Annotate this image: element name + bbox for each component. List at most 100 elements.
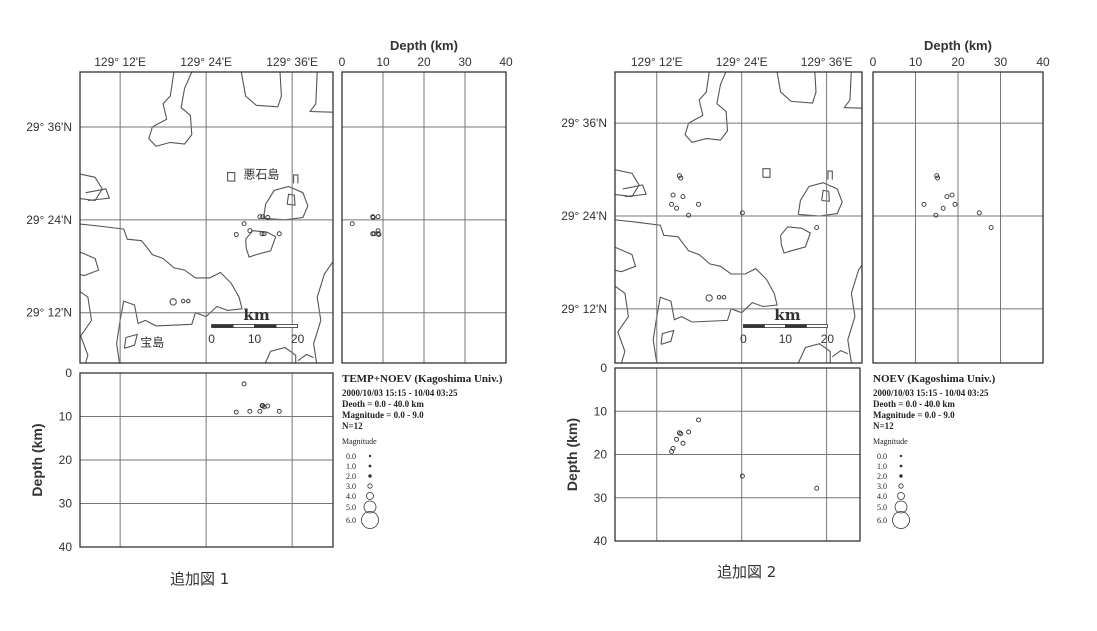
scale-bar-segment — [254, 324, 277, 328]
legend-depth-range: Deoth = 0.0 - 40.0 km — [873, 399, 955, 409]
coastline — [313, 260, 333, 363]
event-depth-lon — [739, 473, 745, 479]
depth-latitude-panel — [872, 71, 1044, 364]
event-depth-lon — [257, 408, 263, 414]
scale-bar-segment — [232, 324, 255, 328]
legend-magnitude-value: 2.0 — [877, 472, 887, 481]
event-depth-lon — [686, 429, 692, 435]
coastline — [827, 170, 833, 180]
coastline — [309, 72, 333, 113]
map-frame — [614, 71, 863, 364]
coastline — [80, 290, 93, 363]
legend-magnitude-symbol — [899, 474, 903, 478]
legend-magnitude-symbol — [366, 492, 374, 500]
event-depth-lat — [944, 194, 950, 200]
longitude-label: 129° 36'E — [801, 55, 853, 69]
legend-magnitude-symbol — [368, 474, 372, 478]
depth-tick-label: 40 — [499, 55, 513, 69]
legend-magnitude-symbol — [899, 464, 903, 468]
event-epicenter — [265, 215, 271, 220]
scale-bar-segment — [764, 324, 786, 328]
coastline — [615, 285, 629, 363]
depth-axis-title-vertical: Depth (km) — [29, 423, 45, 496]
event-depth-lat — [934, 173, 940, 179]
islet — [180, 298, 186, 304]
coastline — [80, 173, 103, 202]
event-depth-lon — [241, 381, 247, 387]
event-depth-lat — [921, 201, 927, 207]
coastline — [821, 189, 830, 202]
legend-magnitude-range: Magnitude = 0.0 - 9.0 — [342, 410, 424, 420]
coastline — [615, 219, 778, 363]
depth-tick-label: 30 — [59, 497, 73, 511]
depth-tick-label: 20 — [417, 55, 431, 69]
latitude-label: 29° 24'N — [561, 209, 607, 223]
depth-axis-title: Depth (km) — [390, 38, 458, 53]
longitude-label: 129° 24'E — [180, 55, 232, 69]
islet — [705, 294, 713, 302]
depth-longitude-section — [79, 372, 334, 548]
latitude-label: 29° 12'N — [561, 302, 607, 316]
coastline — [776, 72, 817, 104]
event-depth-lon — [678, 431, 684, 437]
coastline — [797, 182, 843, 217]
event-depth-lat — [935, 175, 941, 181]
depth-tick-label: 0 — [65, 366, 72, 380]
scale-bar-tick: 10 — [248, 332, 262, 346]
coastline — [148, 72, 193, 147]
legend-magnitude-value: 0.0 — [346, 452, 356, 461]
event-epicenter — [674, 205, 680, 211]
event-epicenter — [739, 210, 745, 216]
coastline — [684, 72, 729, 144]
scale-bar-segment — [806, 324, 828, 328]
island-label-takarajima: 宝島 — [140, 334, 164, 349]
depth-longitude-section — [614, 367, 861, 542]
legend-magnitude-value: 1.0 — [346, 462, 356, 471]
depth-tick-label: 0 — [339, 55, 346, 69]
depth-tick-label: 10 — [909, 55, 923, 69]
coastline — [85, 188, 111, 202]
legend-magnitude-value: 3.0 — [346, 482, 356, 491]
map-frame — [79, 71, 334, 364]
event-depth-lat — [370, 215, 376, 220]
latitude-label: 29° 36'N — [26, 120, 72, 134]
legend-magnitude-symbol — [361, 511, 379, 529]
depth-axis-title-vertical: Depth (km) — [564, 418, 580, 491]
islet — [721, 294, 727, 300]
coastline — [262, 185, 309, 221]
event-depth-lon — [247, 408, 253, 414]
event-depth-lat — [375, 214, 381, 220]
scale-bar-tick: 20 — [291, 332, 305, 346]
event-depth-lat — [375, 231, 381, 237]
coastline — [297, 353, 314, 362]
figure-caption: 追加図 2 — [717, 563, 776, 581]
event-depth-lat — [940, 205, 946, 211]
event-depth-lat — [375, 228, 381, 234]
legend-period: 2000/10/03 15:15 - 10/04 03:25 — [342, 388, 458, 398]
legend-magnitude-symbol — [898, 483, 904, 489]
scale-bar-tick: 20 — [821, 332, 835, 346]
depth-latitude-panel — [341, 71, 507, 364]
longitude-label: 129° 12'E — [94, 55, 146, 69]
depth-tick-label: 0 — [870, 55, 877, 69]
event-epicenter — [696, 201, 701, 207]
legend-period: 2000/10/03 15:15 - 10/04 03:25 — [873, 388, 989, 398]
legend-count: N=12 — [873, 421, 894, 431]
event-epicenter — [259, 231, 265, 237]
legend-magnitude-value: 3.0 — [877, 482, 887, 491]
coastline — [80, 223, 243, 363]
latitude-label: 29° 24'N — [26, 213, 72, 227]
coastline — [293, 174, 299, 184]
scale-bar-segment — [275, 324, 298, 328]
coastline — [240, 72, 282, 108]
scale-bar-segment — [743, 324, 765, 328]
legend-depth-range: Deoth = 0.0 - 40.0 km — [342, 399, 424, 409]
coastline — [843, 72, 862, 109]
legend-magnitude-value: 5.0 — [877, 503, 887, 512]
legend-magnitude-symbol — [894, 500, 908, 514]
islet — [185, 298, 191, 304]
legend-magnitude-value: 0.0 — [877, 452, 887, 461]
event-epicenter — [814, 225, 820, 231]
coastline — [831, 349, 849, 358]
